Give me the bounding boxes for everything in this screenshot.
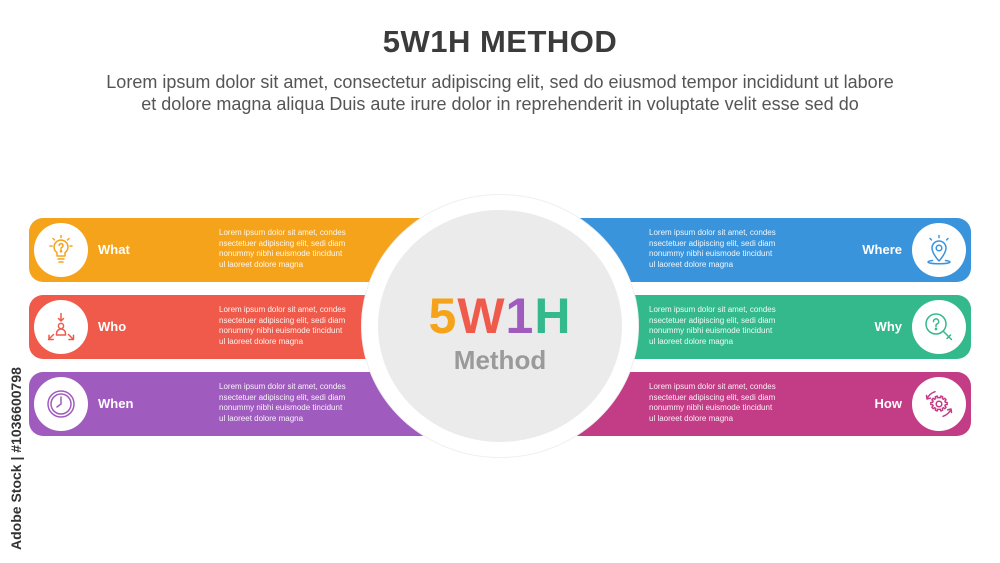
item-label: Where xyxy=(862,242,902,257)
desc-line: ul laoreet dolore magna xyxy=(649,413,734,423)
desc-line: Lorem ipsum dolor sit amet, condes xyxy=(649,382,776,391)
clock-icon xyxy=(34,377,88,431)
desc-line: nsectetuer adipiscing elit, sedi diam xyxy=(219,392,346,402)
desc-line: nsectetuer adipiscing elit, sedi diam xyxy=(649,392,776,402)
desc-line: ul laoreet dolore magna xyxy=(219,336,304,346)
item-label: How xyxy=(874,396,902,411)
center-circle xyxy=(378,210,622,442)
desc-line: Lorem ipsum dolor sit amet, condes xyxy=(219,382,346,391)
desc-line: nsectetuer adipiscing elit, sedi diam xyxy=(219,238,346,248)
stock-watermark-tag: Adobe Stock | #1036600798 xyxy=(4,300,24,550)
subtitle-line-2: et dolore magna aliqua Duis aute irure d… xyxy=(141,94,859,114)
desc-line: Lorem ipsum dolor sit amet, condes xyxy=(219,228,346,237)
item-how: Lorem ipsum dolor sit amet, condes nsect… xyxy=(551,372,971,436)
item-what: What Lorem ipsum dolor sit amet, condes … xyxy=(29,218,449,282)
item-description: Lorem ipsum dolor sit amet, condes nsect… xyxy=(649,382,809,424)
desc-line: nonummy nibhi euismode tincidunt xyxy=(219,403,343,412)
person-arrows-icon xyxy=(34,300,88,354)
desc-line: ul laoreet dolore magna xyxy=(219,413,304,423)
desc-line: ul laoreet dolore magna xyxy=(649,336,734,346)
location-pin-icon xyxy=(912,223,966,277)
stock-tag-text: Adobe Stock | #1036600798 xyxy=(8,367,24,550)
item-label: Who xyxy=(98,319,127,334)
item-description: Lorem ipsum dolor sit amet, condes nsect… xyxy=(219,305,379,347)
desc-line: nonummy nibhi euismode tincidunt xyxy=(649,326,773,335)
item-description: Lorem ipsum dolor sit amet, condes nsect… xyxy=(219,382,379,424)
center-subtitle: Method xyxy=(453,345,547,375)
item-label: Why xyxy=(874,319,902,334)
desc-line: Lorem ipsum dolor sit amet, condes xyxy=(649,228,776,237)
desc-line: nsectetuer adipiscing elit, sedi diam xyxy=(649,315,776,325)
page-title: 5W1H METHOD xyxy=(382,24,618,59)
desc-line: Lorem ipsum dolor sit amet, condes xyxy=(649,305,776,314)
subtitle-line-1: Lorem ipsum dolor sit amet, consectetur … xyxy=(106,72,894,92)
center-letter: H xyxy=(534,288,572,344)
desc-line: ul laoreet dolore magna xyxy=(649,259,734,269)
item-description: Lorem ipsum dolor sit amet, condes nsect… xyxy=(649,305,809,347)
desc-line: nonummy nibhi euismode tincidunt xyxy=(649,403,773,412)
item-description: Lorem ipsum dolor sit amet, condes nsect… xyxy=(219,228,379,270)
center-letter: 5 xyxy=(428,288,458,344)
item-label: What xyxy=(98,242,130,257)
desc-line: nsectetuer adipiscing elit, sedi diam xyxy=(649,238,776,248)
desc-line: nonummy nibhi euismode tincidunt xyxy=(219,249,343,258)
lightbulb-question-icon xyxy=(34,223,88,277)
desc-line: ul laoreet dolore magna xyxy=(219,259,304,269)
desc-line: nonummy nibhi euismode tincidunt xyxy=(649,249,773,258)
page-subtitle: Lorem ipsum dolor sit amet, consectetur … xyxy=(40,71,960,115)
center-heading: 5W1H xyxy=(378,288,622,344)
item-description: Lorem ipsum dolor sit amet, condes nsect… xyxy=(649,228,809,270)
center-letter: 1 xyxy=(505,288,535,344)
desc-line: Lorem ipsum dolor sit amet, condes xyxy=(219,305,346,314)
center-letter: W xyxy=(457,288,506,344)
desc-line: nsectetuer adipiscing elit, sedi diam xyxy=(219,315,346,325)
gear-cycle-icon xyxy=(912,377,966,431)
magnifier-question-icon xyxy=(912,300,966,354)
desc-line: nonummy nibhi euismode tincidunt xyxy=(219,326,343,335)
item-label: When xyxy=(98,396,134,411)
